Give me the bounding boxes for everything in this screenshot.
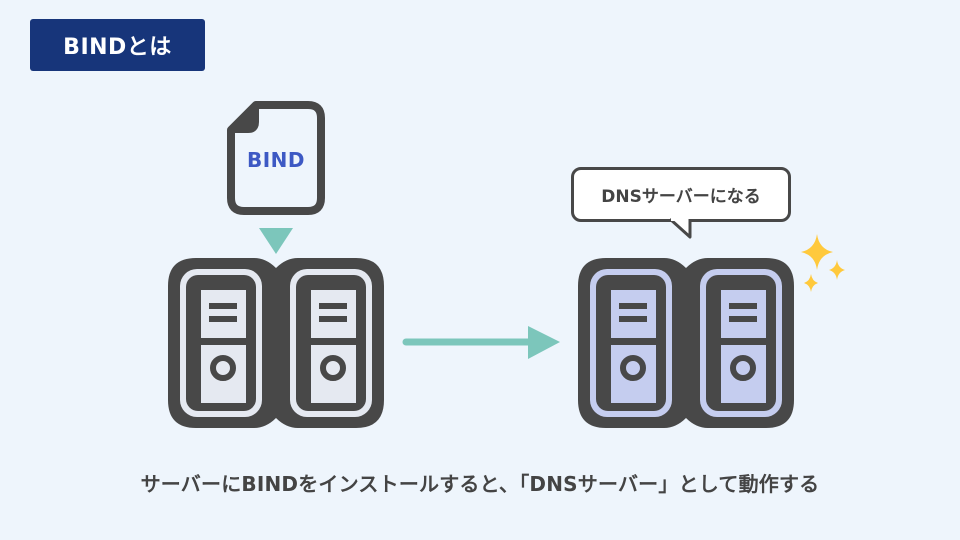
dns-server-right	[700, 269, 782, 417]
caption: サーバーにBINDをインストールすると、「DNSサーバー」として動作する	[140, 472, 820, 496]
document-icon	[227, 101, 325, 215]
file-label: BIND	[246, 148, 306, 172]
speech-bubble: DNSサーバーになる	[571, 167, 791, 222]
server-pair-after	[578, 258, 794, 428]
arrow-right-icon	[402, 326, 560, 359]
dns-server-left	[590, 269, 672, 417]
triangle-down-icon	[259, 228, 293, 254]
sparkle-icon	[801, 234, 845, 292]
speech-bubble-tail	[668, 218, 692, 239]
server-pair-before	[168, 258, 384, 428]
server-left	[180, 269, 262, 417]
server-right	[290, 269, 372, 417]
page-title: BINDとは	[30, 19, 205, 71]
